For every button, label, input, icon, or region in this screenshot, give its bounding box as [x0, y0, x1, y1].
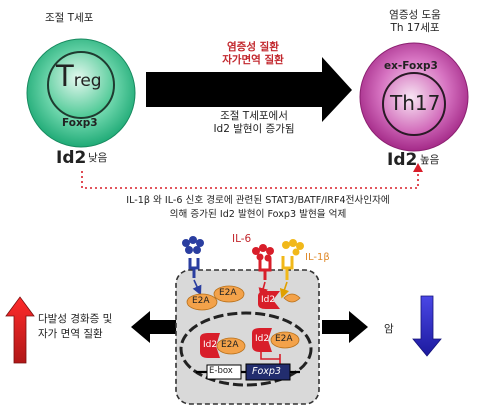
mechanism-line1: IL-1β 와 IL-6 신호 경로에 관련된 STAT3/BATF/IRF4전…	[126, 195, 390, 206]
il6-label: IL-6	[232, 233, 252, 245]
id2-label-nucleus-1: Id2	[203, 340, 218, 350]
left-outcome-line2: 자가 면역 질환	[38, 328, 103, 340]
treg-cell	[26, 38, 136, 148]
id2-effect-text: 조절 T세포에서 Id2 발현이 증가됨	[194, 110, 314, 136]
left-outcome-line1: 다발성 경화증 및	[38, 313, 113, 325]
mechanism-text: IL-1β 와 IL-6 신호 경로에 관련된 STAT3/BATF/IRF4전…	[105, 194, 411, 222]
disease-condition: 염증성 질환 자가면역 질환	[195, 41, 311, 67]
left-outcome-text: 다발성 경화증 및 자가 면역 질환	[38, 312, 112, 342]
mechanism-line2: 의해 증가된 Id2 발현이 Foxp3 발현을 억제	[169, 209, 347, 220]
treg-id2-level: 낮음	[88, 152, 108, 164]
e2a-protein-cytoplasm-3	[283, 293, 301, 303]
increase-arrow	[5, 296, 35, 364]
inhibition-mark	[260, 352, 281, 364]
blue-receptor	[182, 236, 204, 296]
left-outcome-arrow	[131, 311, 176, 343]
il6-receptor	[252, 244, 274, 298]
e2a-protein-2	[213, 285, 245, 303]
e2a-protein-1	[186, 293, 218, 311]
th17-heading: 염증성 도움 Th 17세포	[375, 9, 455, 35]
treg-name-main: T	[56, 59, 74, 93]
th17-cell	[359, 42, 469, 152]
treg-marker: Foxp3	[62, 117, 98, 129]
treg-id2-label: Id2	[56, 148, 87, 168]
th17-id2-label: Id2	[387, 150, 418, 170]
effect-line2: Id2 발현이 증가됨	[213, 123, 295, 135]
treg-heading: 조절 T세포	[45, 12, 94, 24]
id2-protein-cytoplasm	[258, 291, 280, 309]
id2-label-cytoplasm: Id2	[261, 295, 276, 305]
id2-e2a-complex-2	[252, 328, 300, 352]
e2a-label-2: E2A	[219, 288, 237, 298]
il1b-receptor	[279, 239, 304, 299]
th17-name: Th17	[390, 91, 441, 115]
effect-line1: 조절 T세포에서	[220, 110, 288, 122]
transition-arrow	[146, 57, 352, 122]
th17-heading-line2: Th 17세포	[390, 22, 440, 34]
treg-name: Treg	[56, 62, 102, 96]
e2a-label-nucleus-2: E2A	[275, 334, 293, 344]
treg-name-sub: reg	[73, 71, 102, 91]
ebox-label: E-box	[209, 366, 233, 376]
id2-e2a-complex-1	[200, 333, 246, 358]
right-outcome-arrow	[322, 311, 368, 343]
condition-line1: 염증성 질환	[227, 41, 279, 53]
th17-marker: ex-Foxp3	[384, 60, 438, 72]
e2a-label-nucleus-1: E2A	[221, 340, 239, 350]
id2-label-nucleus-2: Id2	[255, 334, 270, 344]
right-outcome-text: 암	[384, 323, 394, 335]
condition-line2: 자가면역 질환	[222, 54, 284, 66]
th17-heading-line1: 염증성 도움	[389, 9, 441, 21]
dotted-link-arrow	[81, 163, 423, 189]
e2a-label-1: E2A	[192, 296, 210, 306]
il1b-label: IL-1β	[305, 252, 330, 263]
th17-id2-level: 높음	[420, 154, 440, 166]
decrease-arrow	[412, 295, 442, 357]
foxp3-gene-label: Foxp3	[252, 366, 281, 377]
dna-strand	[196, 363, 300, 381]
